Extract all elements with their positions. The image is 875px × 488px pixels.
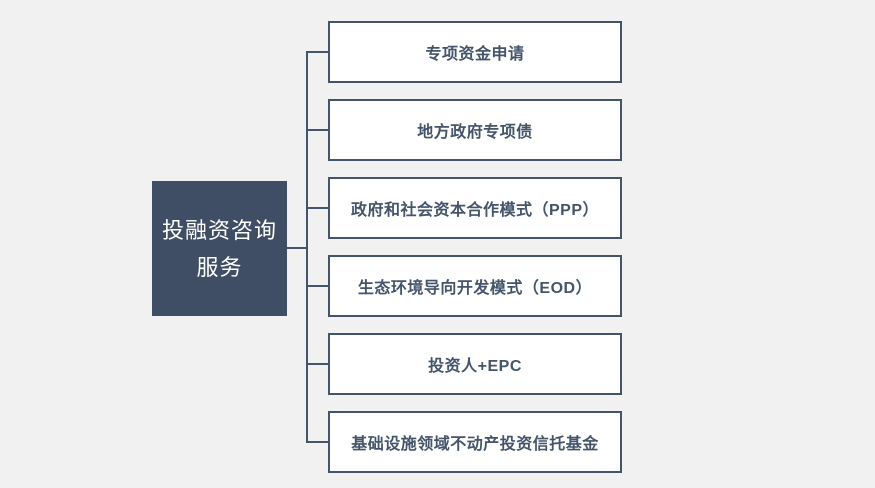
leaf-box-label: 基础设施领域不动产投资信托基金 [351,436,599,453]
leaf-box-ppp-model: 政府和社会资本合作模式（PPP） [328,177,622,239]
leaf-box-special-fund-application: 专项资金申请 [328,21,622,83]
connector-branch-4 [306,285,328,287]
leaf-box-label: 政府和社会资本合作模式（PPP） [350,202,600,219]
root-node-label-line2: 服务 [196,254,243,280]
leaf-box-eod-model: 生态环境导向开发模式（EOD） [328,255,622,317]
connector-branch-5 [306,363,328,365]
leaf-box-infrastructure-reits: 基础设施领域不动产投资信托基金 [328,411,622,473]
connector-branch-1 [306,51,328,53]
leaf-box-label: 专项资金申请 [425,46,525,63]
root-node-investment-financing-consulting: 投融资咨询 服务 [152,181,287,316]
leaf-box-label: 生态环境导向开发模式（EOD） [357,280,593,297]
connector-branch-3 [306,207,328,209]
leaf-box-label: 地方政府专项债 [417,124,533,141]
connector-branch-2 [306,129,328,131]
leaf-box-local-government-special-bond: 地方政府专项债 [328,99,622,161]
connector-root-stub [287,247,306,249]
connector-trunk [306,51,308,443]
leaf-box-label: 投资人+EPC [428,358,522,375]
root-node-label-line1: 投融资咨询 [161,217,277,243]
leaf-box-investor-plus-epc: 投资人+EPC [328,333,622,395]
connector-branch-6 [306,441,328,443]
